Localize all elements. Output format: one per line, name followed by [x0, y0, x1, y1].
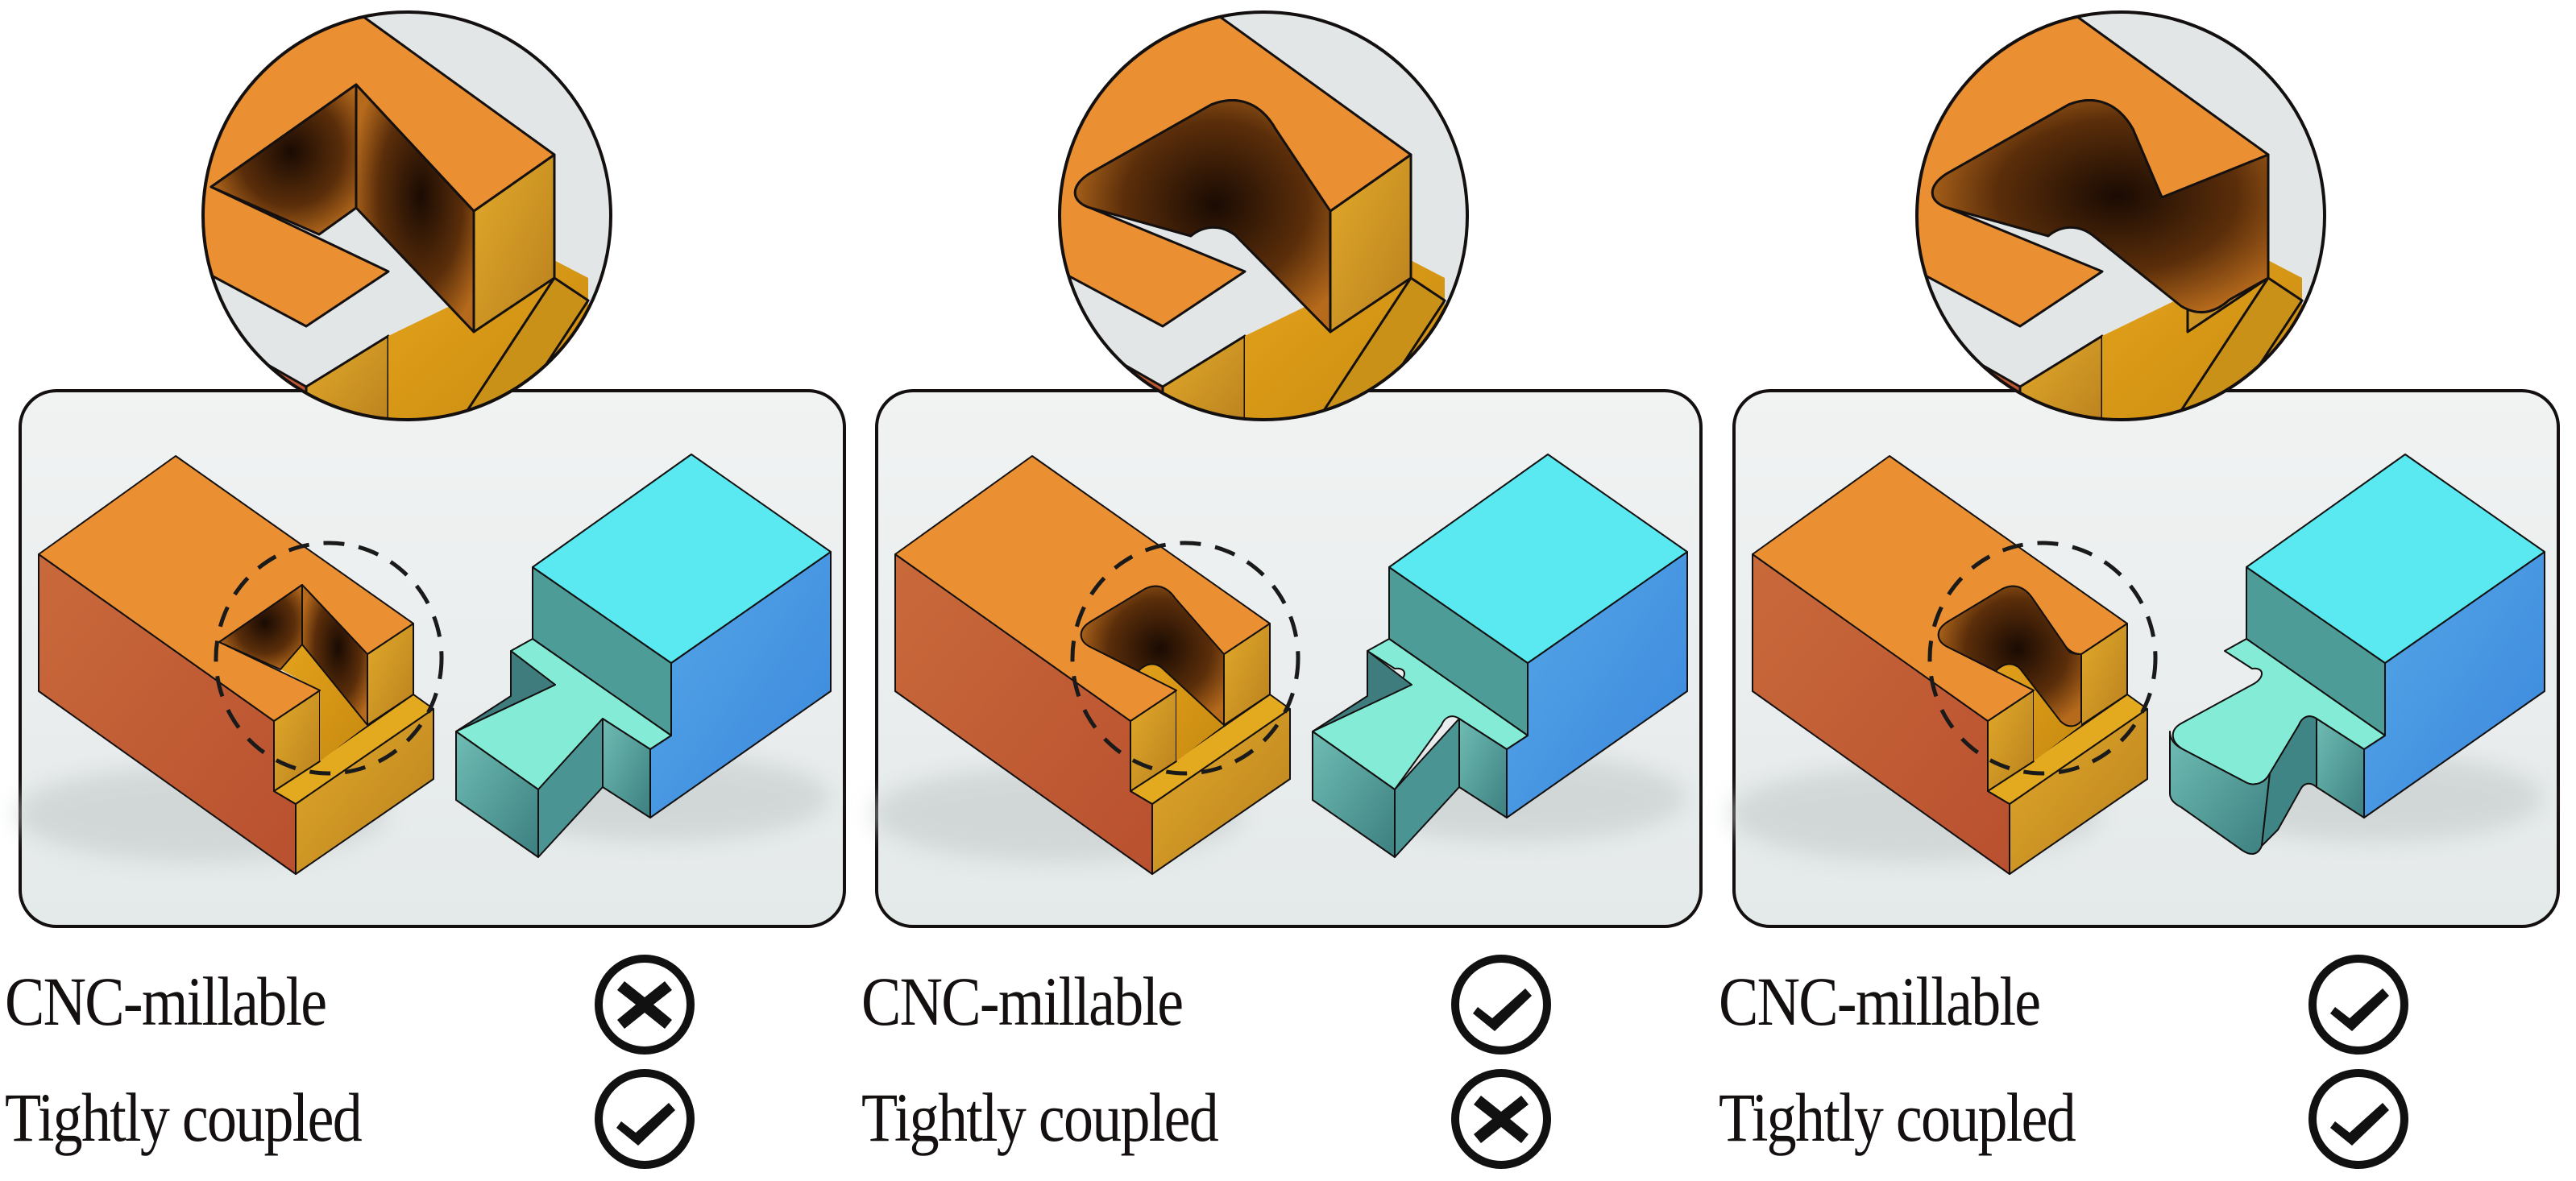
- criterion-row: CNC-millable: [0, 954, 806, 1059]
- joint-model: [16, 454, 832, 875]
- mag-step: [450, 276, 590, 420]
- criterion-row: Tightly coupled: [0, 1068, 806, 1173]
- x-mark-icon: [617, 981, 672, 1029]
- x-circle-icon: [1451, 1069, 1551, 1169]
- x-circle-icon: [595, 955, 695, 1055]
- check-circle-ring: [2308, 1069, 2408, 1169]
- criterion-label: Tightly coupled: [5, 1079, 363, 1156]
- panel-rounded-pocket: CNC-millable Tightly coupled: [857, 0, 1713, 1181]
- tab-undercut-face: [455, 650, 556, 732]
- magnifier-view: [203, 12, 611, 420]
- panel-scene: [873, 10, 1703, 928]
- check-circle-ring: [2308, 955, 2408, 1055]
- x-mark-icon: [1474, 1096, 1529, 1143]
- check-circle-icon: [595, 1069, 695, 1169]
- check-circle-icon: [1451, 955, 1551, 1055]
- criterion-label: CNC-millable: [1719, 963, 2041, 1040]
- focus-dashed-circle: [214, 541, 444, 776]
- tab-side-face: [537, 718, 604, 858]
- panel-rounded-both: CNC-millable Tightly coupled: [1714, 0, 2570, 1181]
- blue-block-top-face: [532, 454, 832, 664]
- tab-side-face: [2261, 715, 2317, 847]
- blue-block-top-face: [1388, 454, 1688, 664]
- focus-dashed-circle: [1070, 541, 1300, 776]
- check-mark-icon: [616, 1103, 675, 1146]
- pocket-side-wall: [301, 584, 368, 726]
- pocket-rounded-wall: [1080, 585, 1225, 726]
- mag-pocket-side: [355, 83, 475, 334]
- criterion-label: CNC-millable: [861, 963, 1184, 1040]
- criterion-row: Tightly coupled: [857, 1068, 1662, 1173]
- mag-top-face: [203, 15, 556, 328]
- panel-sharp-corners: CNC-millable Tightly coupled: [0, 0, 857, 1181]
- mag-pocket-wall: [1073, 99, 1332, 334]
- check-circle-icon: [2308, 1069, 2408, 1169]
- check-mark-icon: [2330, 988, 2389, 1031]
- orange-block-step-face: [273, 694, 434, 805]
- criterion-row: CNC-millable: [1714, 954, 2520, 1059]
- magnifier-ring: [201, 10, 612, 421]
- pocket-rounded-wall: [1937, 585, 2082, 727]
- check-circle-ring: [1451, 955, 1551, 1055]
- orange-block-step-face: [1987, 694, 2148, 805]
- panel-scene: [16, 10, 846, 928]
- focus-dashed-circle: [1927, 541, 2158, 776]
- mag-step: [2163, 276, 2304, 420]
- criterion-label: CNC-millable: [5, 963, 327, 1040]
- check-circle-icon: [2308, 955, 2408, 1055]
- mag-pocket-wall: [1931, 99, 2270, 314]
- orange-block-step-face: [1130, 694, 1291, 805]
- joint-model: [1730, 454, 2545, 875]
- blue-block-top-face: [2246, 454, 2545, 664]
- magnifier-ring: [1058, 10, 1469, 421]
- joint-model: [873, 454, 1688, 875]
- magnifier-view: [1917, 12, 2325, 420]
- criterion-row: Tightly coupled: [1714, 1068, 2520, 1173]
- tab-side-face: [1394, 718, 1460, 858]
- check-circle-ring: [595, 1069, 695, 1169]
- mag-step: [1306, 276, 1446, 420]
- criterion-label: Tightly coupled: [861, 1079, 1219, 1156]
- panel-scene: [1730, 10, 2560, 928]
- tab-undercut-face: [1312, 650, 1412, 732]
- criterion-label: Tightly coupled: [1719, 1079, 2076, 1156]
- check-mark-icon: [2330, 1103, 2389, 1146]
- criterion-row: CNC-millable: [857, 954, 1662, 1059]
- check-mark-icon: [1473, 988, 1532, 1031]
- magnifier-ring: [1915, 10, 2326, 421]
- magnifier-view: [1060, 12, 1467, 420]
